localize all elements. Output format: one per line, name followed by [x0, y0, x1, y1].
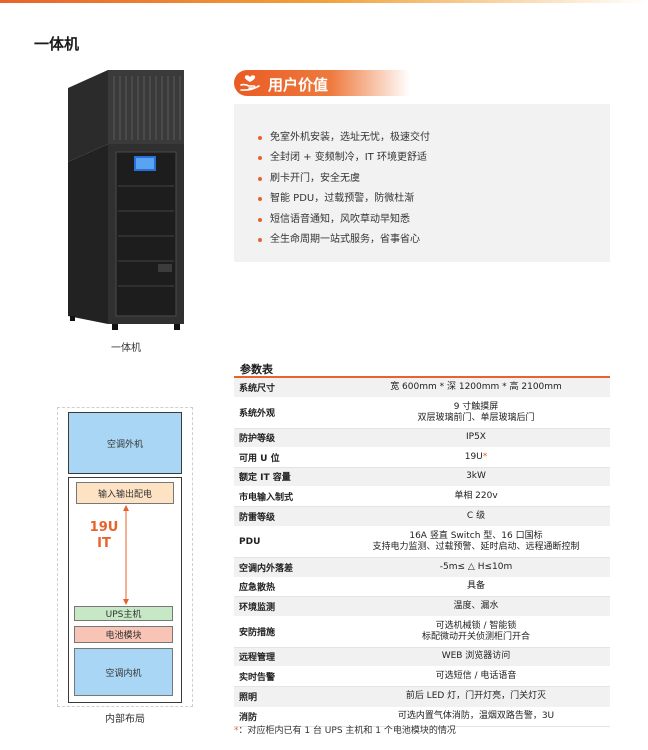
param-key: 市电输入制式	[234, 486, 342, 507]
table-row: 额定 IT 容量 3kW	[234, 467, 610, 487]
param-key: 消防	[234, 707, 342, 727]
user-value-list: 免室外机安装，选址无忧，极速交付 全封闭 + 变频制冷，IT 环境更舒适 刷卡开…	[258, 130, 430, 252]
param-value: 可选机械锁 / 智能锁标配微动开关侦测柜门开合	[342, 616, 610, 648]
table-row: 市电输入制式 单相 220v	[234, 486, 610, 507]
layout-diagram-frame	[57, 407, 193, 707]
table-row: 系统外观 9 寸触摸屏双层玻璃前门、单层玻璃后门	[234, 397, 610, 429]
list-item: 全封闭 + 变频制冷，IT 环境更舒适	[258, 150, 430, 170]
power-distribution-unit: 输入输出配电	[76, 482, 174, 504]
cabinet-caption: 一体机	[111, 343, 141, 354]
param-key: 实时告警	[234, 666, 342, 687]
battery-module: 电池模块	[74, 626, 173, 643]
hand-heart-icon	[240, 75, 260, 91]
param-value: 可选内置气体消防，温烟双路告警，3U	[342, 707, 610, 727]
param-key: 防护等级	[234, 428, 342, 448]
footnote-star: *	[482, 451, 488, 462]
param-table-title: 参数表	[240, 363, 273, 376]
table-row: 实时告警 可选短信 / 电话语音	[234, 666, 610, 687]
param-value: C 级	[342, 506, 610, 527]
param-value: 单相 220v	[342, 486, 610, 507]
user-value-header: 用户价值	[234, 70, 410, 96]
param-value: 16A 竖直 Switch 型、16 口国标支持电力监测、过载预警、延时启动、远…	[342, 526, 610, 558]
param-key: 系统尺寸	[234, 378, 342, 398]
param-key: 空调内外落差	[234, 557, 342, 578]
footnote-text: ：对应柜内已有 1 台 UPS 主机和 1 个电池模块的情况	[238, 726, 456, 736]
footnote-mark: *	[234, 726, 239, 736]
param-value: WEB 浏览器访问	[342, 647, 610, 667]
param-table: 系统尺寸 宽 600mm * 深 1200mm * 高 2100mm 系统外观 …	[234, 378, 610, 727]
table-row: 消防 可选内置气体消防，温烟双路告警，3U	[234, 707, 610, 727]
param-value: 具备	[342, 577, 610, 597]
param-title-underline	[234, 376, 610, 378]
param-value: 前后 LED 灯，门开灯亮，门关灯灭	[342, 686, 610, 708]
param-value: 9 寸触摸屏双层玻璃前门、单层玻璃后门	[342, 397, 610, 429]
list-item: 免室外机安装，选址无忧，极速交付	[258, 130, 430, 150]
table-row: 可用 U 位 19U*	[234, 447, 610, 468]
table-row: 防雷等级 C 级	[234, 506, 610, 527]
table-row: 系统尺寸 宽 600mm * 深 1200mm * 高 2100mm	[234, 378, 610, 398]
cabinet-illustration	[64, 66, 188, 334]
param-key: 防雷等级	[234, 506, 342, 527]
param-value: -5m≤ △ H≤10m	[342, 557, 610, 578]
it-space-it: IT	[97, 536, 111, 551]
param-key: 系统外观	[234, 397, 342, 429]
table-row: 应急散热 具备	[234, 577, 610, 597]
param-value: 宽 600mm * 深 1200mm * 高 2100mm	[342, 378, 610, 398]
list-item: 刷卡开门，安全无虞	[258, 171, 430, 191]
table-row: PDU 16A 竖直 Switch 型、16 口国标支持电力监测、过载预警、延时…	[234, 526, 610, 558]
param-key: 应急散热	[234, 577, 342, 597]
user-value-panel	[234, 104, 610, 262]
ups-unit: UPS主机	[74, 606, 173, 621]
param-key: 安防措施	[234, 616, 342, 648]
ac-outdoor-unit: 空调外机	[68, 412, 182, 474]
param-key: 额定 IT 容量	[234, 467, 342, 487]
param-key: 环境监测	[234, 596, 342, 617]
page-title: 一体机	[34, 35, 80, 53]
table-footnote: *：对应柜内已有 1 台 UPS 主机和 1 个电池模块的情况	[234, 723, 456, 736]
table-row: 防护等级 IP5X	[234, 428, 610, 448]
param-key: PDU	[234, 526, 342, 558]
table-row: 安防措施 可选机械锁 / 智能锁标配微动开关侦测柜门开合	[234, 616, 610, 648]
param-value: IP5X	[342, 428, 610, 448]
vertical-double-arrow-icon	[123, 505, 129, 605]
param-value: 温度、漏水	[342, 596, 610, 617]
list-item: 短信语音通知，风吹草动早知悉	[258, 212, 430, 232]
ac-indoor-unit: 空调内机	[74, 648, 173, 696]
table-row: 环境监测 温度、漏水	[234, 596, 610, 617]
table-row: 照明 前后 LED 灯，门开灯亮，门关灯灭	[234, 686, 610, 708]
it-space-label: 19U IT	[84, 520, 124, 552]
user-value-title: 用户价值	[268, 76, 329, 94]
table-row: 远程管理 WEB 浏览器访问	[234, 647, 610, 667]
it-space-u: 19U	[89, 520, 119, 535]
list-item: 全生命周期一站式服务，省事省心	[258, 232, 430, 252]
layout-diagram-caption: 内部布局	[105, 714, 145, 725]
cabinet-drawing	[68, 70, 184, 330]
param-key: 可用 U 位	[234, 447, 342, 468]
top-accent-bar	[0, 0, 648, 3]
param-key: 照明	[234, 686, 342, 708]
param-key: 远程管理	[234, 647, 342, 667]
table-row: 空调内外落差 -5m≤ △ H≤10m	[234, 557, 610, 578]
list-item: 智能 PDU，过载预警，防微杜渐	[258, 191, 430, 211]
param-value: 3kW	[342, 467, 610, 487]
param-value: 19U*	[342, 447, 610, 468]
param-value: 可选短信 / 电话语音	[342, 666, 610, 687]
